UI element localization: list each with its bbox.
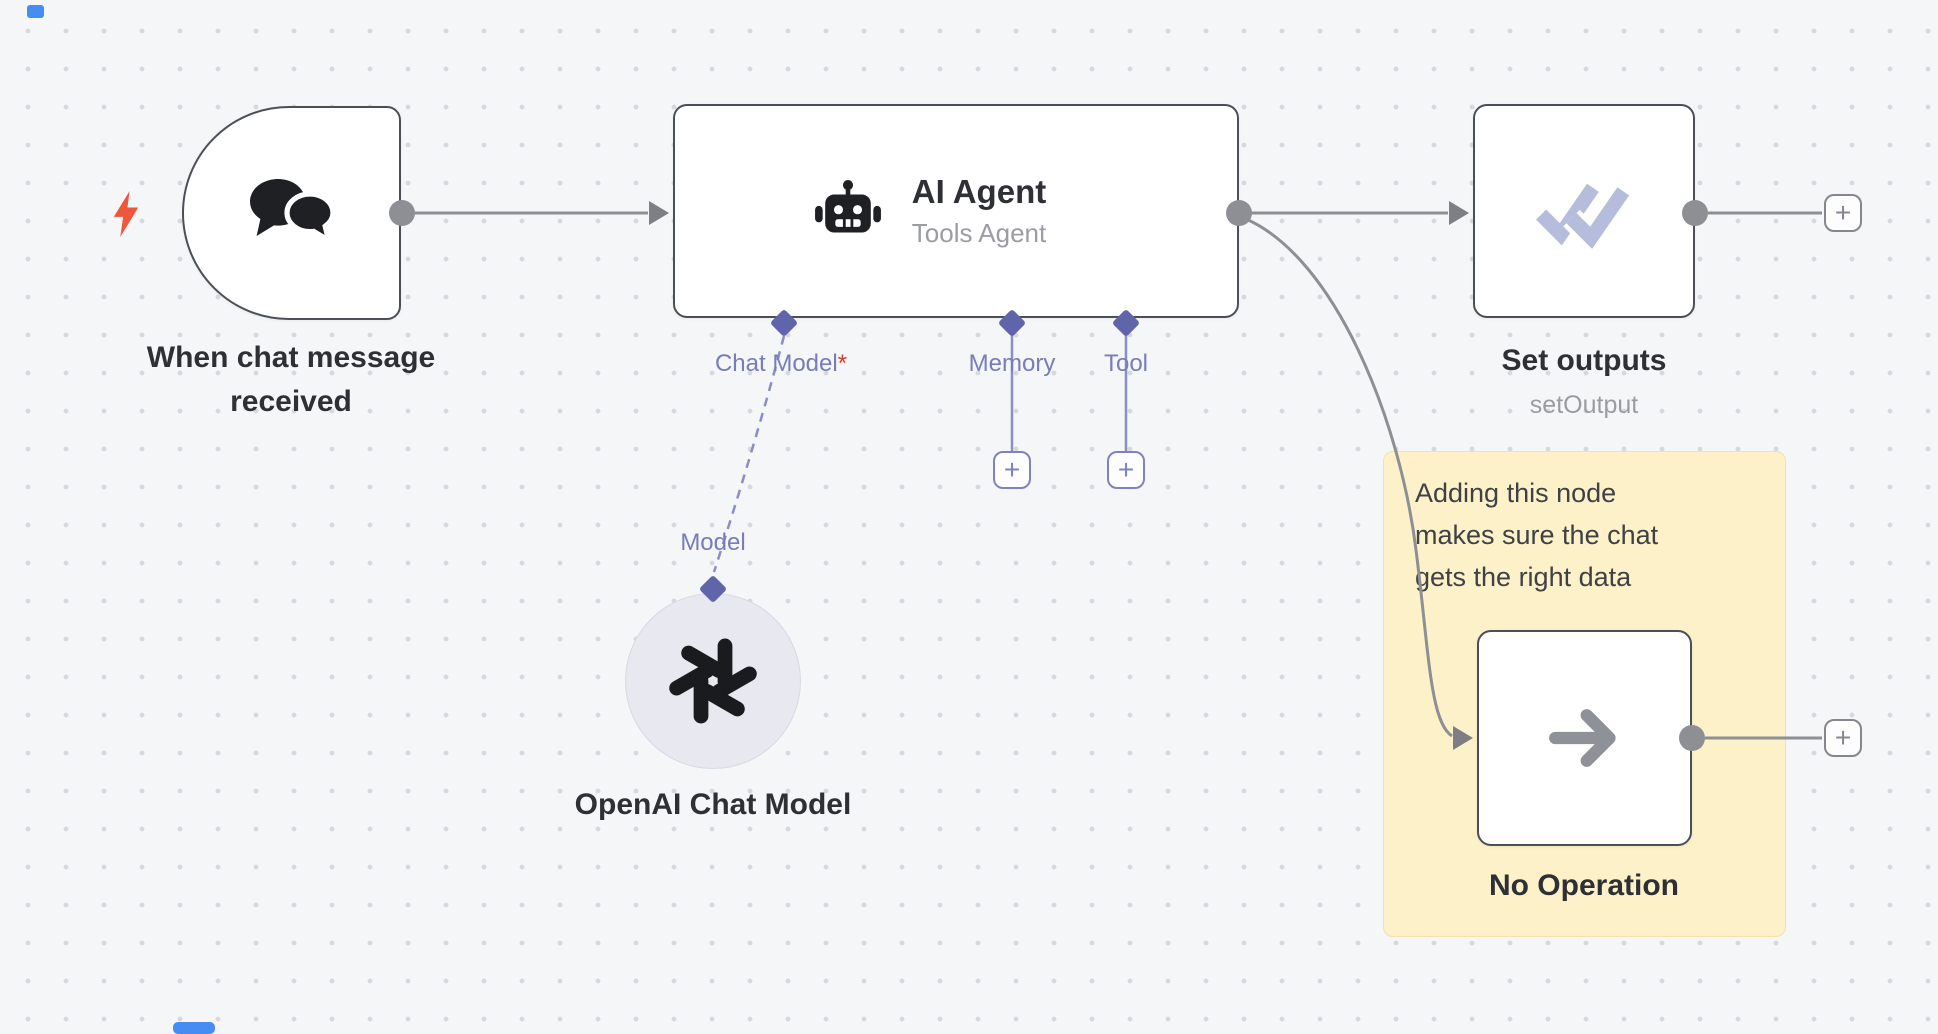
node-set-outputs[interactable] [1473,104,1695,318]
add-node-after-no-operation-button[interactable]: + [1824,719,1862,757]
node-label-chat-trigger: When chat message received [146,341,436,418]
double-checkmark-icon [1536,183,1633,251]
sticky-line: makes sure the chat [1415,520,1659,550]
port-label-chat-model: Chat Model* [715,350,847,378]
sticky-note-text: Adding this node makes sure the chat get… [1415,472,1658,598]
port-label-tool: Tool [1103,350,1149,377]
output-port-set-outputs[interactable] [1682,200,1708,226]
sticky-line: gets the right data [1415,562,1632,592]
robot-icon [814,179,881,233]
node-ai-agent[interactable]: AI Agent Tools Agent [673,104,1239,318]
openai-logo-icon [669,638,757,724]
ai-agent-text: AI Agent Tools Agent [912,173,1046,249]
required-marker: * [837,350,848,377]
output-port-ai-agent[interactable] [1226,200,1252,226]
node-label-openai: OpenAI Chat Model [574,788,852,821]
node-sublabel-set-outputs: setOutput [1529,391,1639,419]
ai-agent-subtitle: Tools Agent [911,218,1047,248]
canvas-ui-fragment-top-left [27,5,44,18]
ai-agent-content: AI Agent Tools Agent [810,173,1046,249]
node-openai-chat-model[interactable] [625,593,801,769]
input-arrowhead-setoutputs [1449,201,1469,225]
chat-bubbles-icon [249,179,336,246]
node-no-operation[interactable] [1477,630,1692,846]
connection-agent-noop [1245,217,1453,738]
node-label-set-outputs: Set outputs [1501,344,1667,377]
plus-icon: + [1834,722,1852,753]
sticky-line: Adding this node [1415,478,1617,508]
lightning-bolt-icon [113,191,139,237]
node-chat-trigger[interactable] [182,106,401,320]
plus-icon: + [1834,197,1852,228]
add-node-after-set-outputs-button[interactable]: + [1824,194,1862,232]
ai-agent-title: AI Agent [911,173,1047,210]
plus-icon: + [1003,454,1021,485]
canvas-ui-fragment-bottom-left [173,1022,215,1034]
arrow-right-icon [1548,709,1616,767]
port-label-chat-model-text: Chat Model [714,350,838,377]
add-memory-button[interactable]: + [993,451,1031,489]
output-port-no-operation[interactable] [1679,725,1705,751]
output-port-trigger[interactable] [389,200,415,226]
input-arrowhead-noop [1453,726,1473,750]
input-arrowhead-agent [649,201,669,225]
port-label-memory: Memory [968,350,1056,377]
plus-icon: + [1117,454,1135,485]
port-label-model: Model [680,529,746,556]
trigger-bolt-wrap [110,191,142,242]
node-label-no-operation: No Operation [1488,869,1679,902]
connection-chatmodel-openai [712,335,786,573]
add-tool-button[interactable]: + [1107,451,1145,489]
